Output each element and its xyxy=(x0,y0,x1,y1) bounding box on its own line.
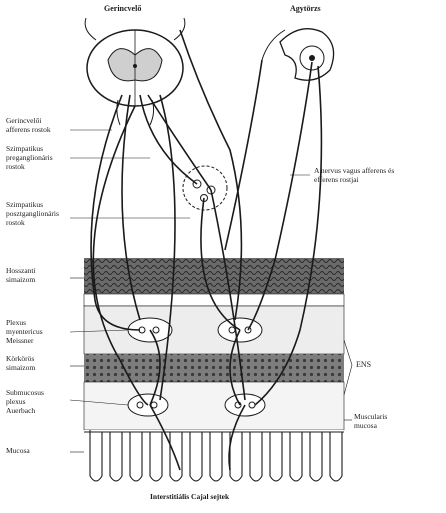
spinal-cord-title: Gerincvelő xyxy=(104,4,141,13)
longitudinal-muscle-layer xyxy=(84,258,344,294)
label-spinal-afferent: Gerincvelői afferens rostok xyxy=(6,116,78,134)
label-cajal-cells: Interstitiális Cajal sejtek xyxy=(150,492,229,501)
label-longitudinal-muscle: Hosszanti simaizom xyxy=(6,266,78,284)
label-sympathetic-postganglionic: Szimpatikus posztganglionáris rostok xyxy=(6,200,78,227)
spinal-cord-section xyxy=(85,18,185,125)
sympathetic-ganglion xyxy=(183,166,227,210)
label-vagus: A nervus vagus afferens és efferens rost… xyxy=(314,166,444,184)
brainstem-section xyxy=(262,29,334,81)
label-submucosal-plexus: Submucosus plexus Auerbach xyxy=(6,388,78,415)
circular-muscle-layer xyxy=(84,354,344,382)
label-myenteric-plexus: Plexus myentericus Meissner xyxy=(6,318,78,345)
label-muscularis-mucosa: Muscularis mucosa xyxy=(354,412,424,430)
label-mucosa: Mucosa xyxy=(6,446,78,455)
brainstem-title: Agytörzs xyxy=(290,4,321,13)
label-sympathetic-preganglionic: Szimpatikus preganglionáris rostok xyxy=(6,144,78,171)
mucosa-villi xyxy=(84,430,344,486)
submucosal-layer xyxy=(84,382,344,430)
label-circular-muscle: Körkörös simaizom xyxy=(6,354,78,372)
label-ens: ENS xyxy=(356,360,416,369)
gut-wall xyxy=(84,258,344,486)
